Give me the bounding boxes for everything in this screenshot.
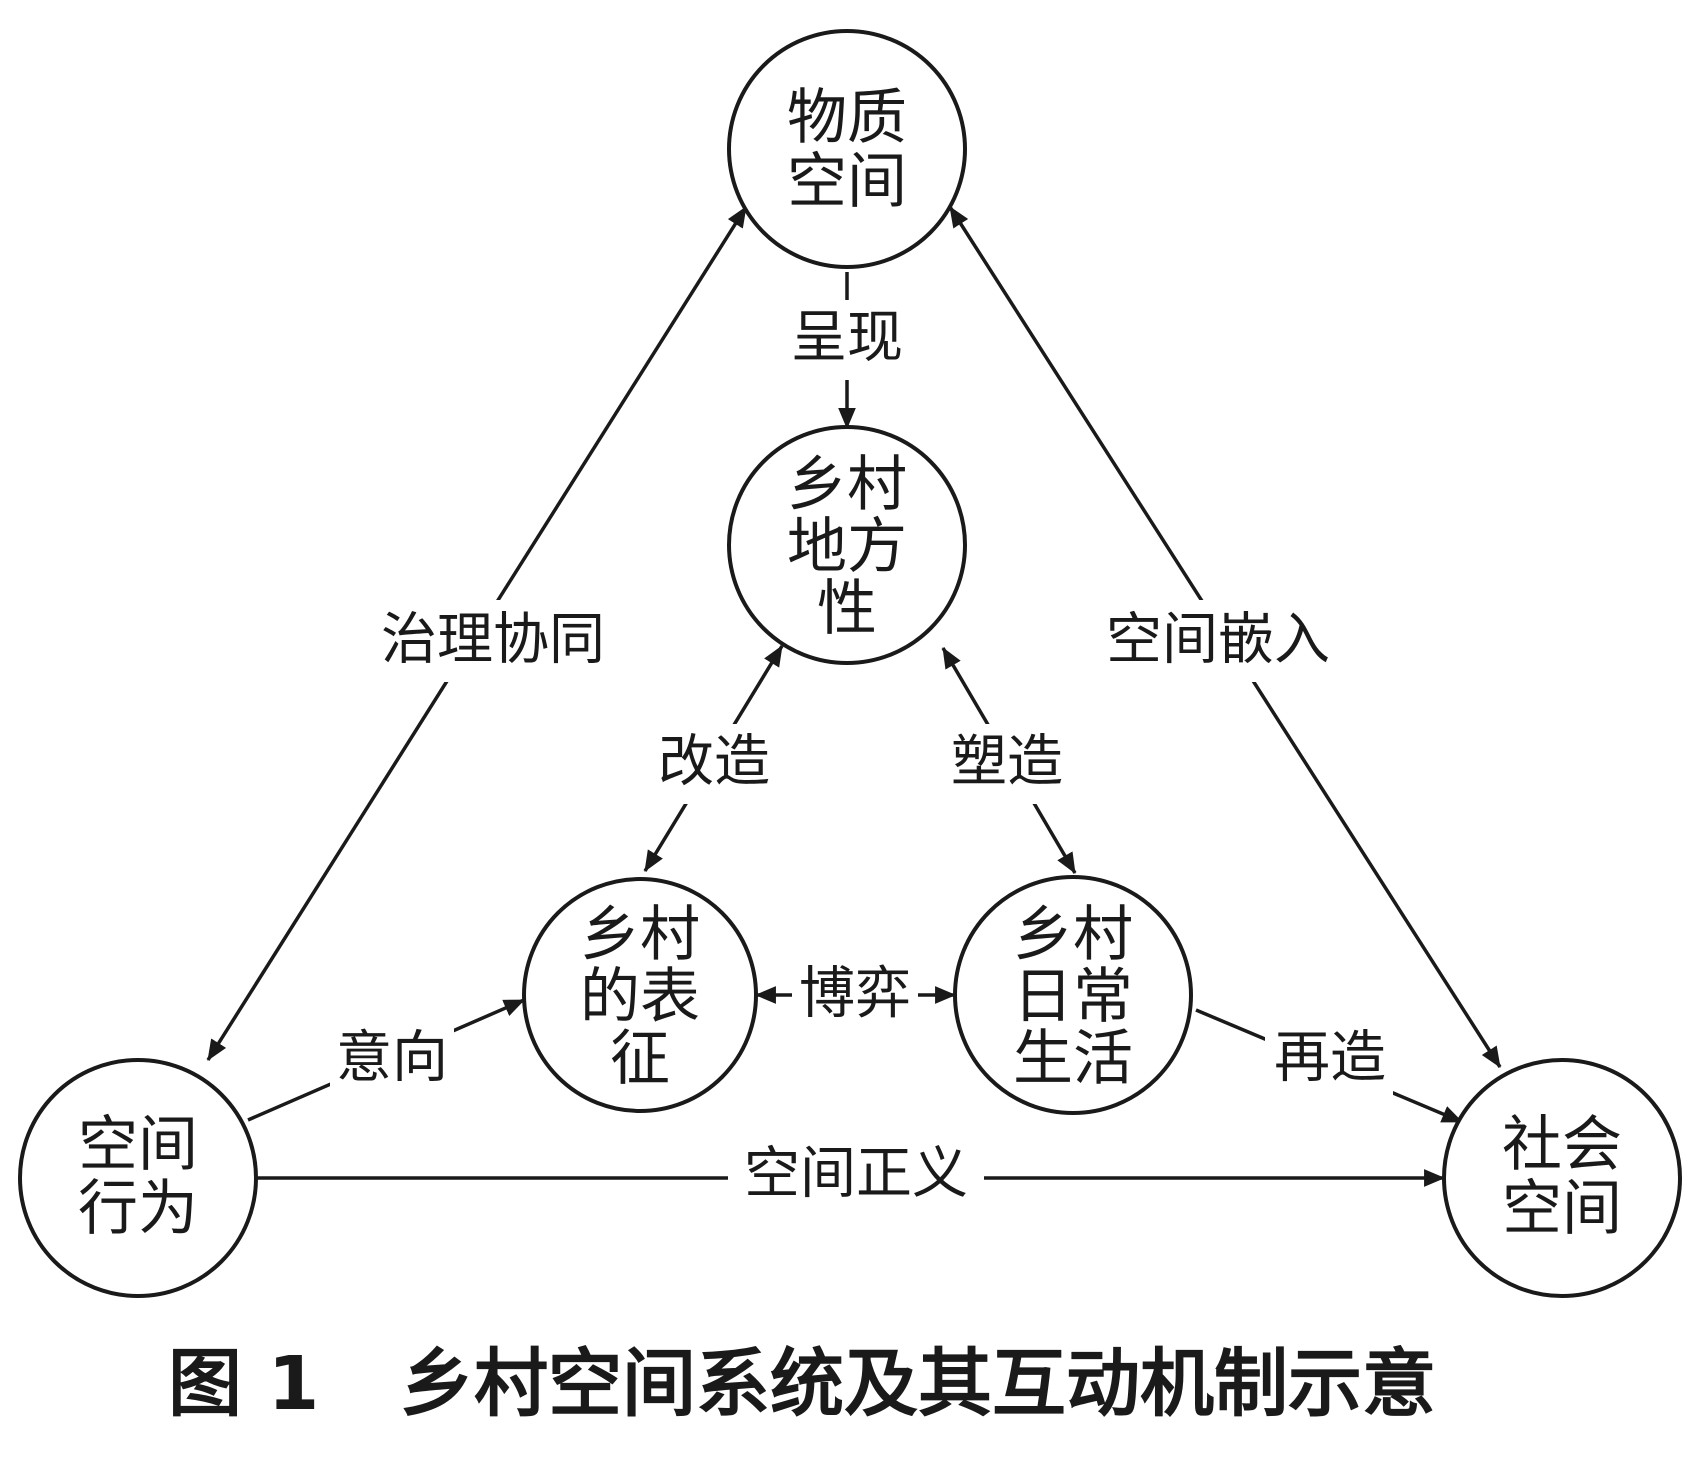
edge-label-embed: 空间嵌入: [1106, 608, 1330, 673]
node-rural-placeness-line-3: 性: [817, 574, 877, 644]
node-social-space-line-1: 社会: [1502, 1110, 1622, 1180]
node-rural-placeness: 乡村 地方 性: [727, 425, 967, 665]
edge-label-justice: 空间正义: [744, 1142, 968, 1207]
edge-label-present: 呈现: [791, 306, 903, 371]
node-rural-placeness-line-2: 地方: [787, 512, 907, 582]
node-rural-representation-line-1: 乡村: [580, 900, 700, 970]
node-rural-daily-life-line-1: 乡村: [1013, 900, 1133, 970]
node-rural-placeness-line-1: 乡村: [787, 450, 907, 520]
edge-label-game: 博弈: [799, 962, 911, 1027]
edge-label-transform: 改造: [658, 730, 770, 795]
node-rural-daily-life-line-2: 日常: [1013, 962, 1133, 1032]
node-spatial-behavior-line-1: 空间: [78, 1110, 198, 1180]
node-social-space-line-2: 空间: [1502, 1174, 1622, 1244]
edge-label-recreate: 再造: [1274, 1026, 1386, 1091]
node-rural-representation-line-2: 的表: [580, 962, 700, 1032]
node-rural-representation-line-3: 征: [610, 1024, 670, 1094]
node-material-space-line-1: 物质: [787, 83, 907, 153]
node-rural-representation: 乡村 的表 征: [522, 877, 758, 1113]
node-spatial-behavior: 空间 行为: [18, 1058, 258, 1298]
node-rural-daily-life-line-3: 生活: [1013, 1024, 1133, 1094]
edge-label-governance: 治理协同: [381, 608, 605, 673]
node-spatial-behavior-line-2: 行为: [78, 1174, 198, 1244]
edge-label-shape: 塑造: [951, 730, 1063, 795]
node-material-space: 物质 空间: [727, 29, 967, 269]
node-material-space-line-2: 空间: [787, 147, 907, 217]
node-social-space: 社会 空间: [1442, 1058, 1682, 1298]
node-rural-daily-life: 乡村 日常 生活: [953, 875, 1193, 1115]
edge-label-intention: 意向: [336, 1026, 448, 1091]
figure-number: 图 1: [168, 1341, 319, 1427]
figure-title: 乡村空间系统及其互动机制示意: [400, 1341, 1436, 1427]
